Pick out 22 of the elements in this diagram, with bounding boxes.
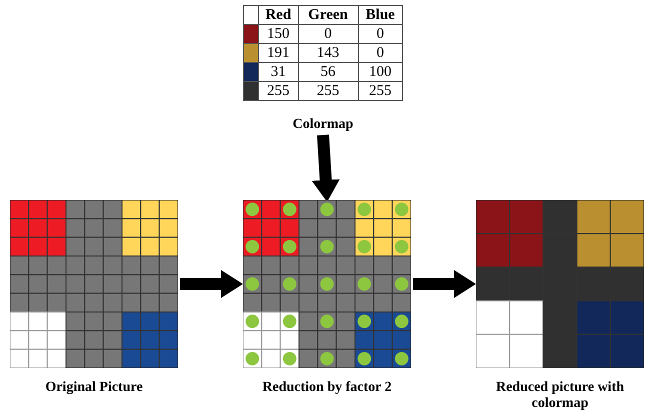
value-cell: 150 bbox=[258, 24, 298, 44]
value-cell: 255 bbox=[358, 82, 402, 100]
value-cell: 191 bbox=[258, 44, 298, 62]
column-header: Blue bbox=[358, 6, 402, 24]
node-label: Original Picture bbox=[44, 380, 144, 396]
arrow bbox=[180, 270, 243, 298]
value-cell: 255 bbox=[298, 82, 358, 100]
node-label: Reduced picture with colormap bbox=[494, 380, 626, 412]
column-header: Red bbox=[258, 6, 298, 24]
value-cell: 0 bbox=[298, 24, 358, 44]
value-cell: 100 bbox=[358, 62, 402, 82]
arrow bbox=[413, 270, 476, 298]
arrow bbox=[312, 134, 340, 202]
value-cell: 143 bbox=[298, 44, 358, 62]
value-cell: 0 bbox=[358, 24, 402, 44]
node-label: Reduction by factor 2 bbox=[261, 380, 393, 396]
node-label: Colormap bbox=[292, 117, 354, 133]
value-cell: 0 bbox=[358, 44, 402, 62]
value-cell: 31 bbox=[258, 62, 298, 82]
value-cell: 255 bbox=[258, 82, 298, 100]
value-cell: 56 bbox=[298, 62, 358, 82]
column-header: Green bbox=[298, 6, 358, 24]
